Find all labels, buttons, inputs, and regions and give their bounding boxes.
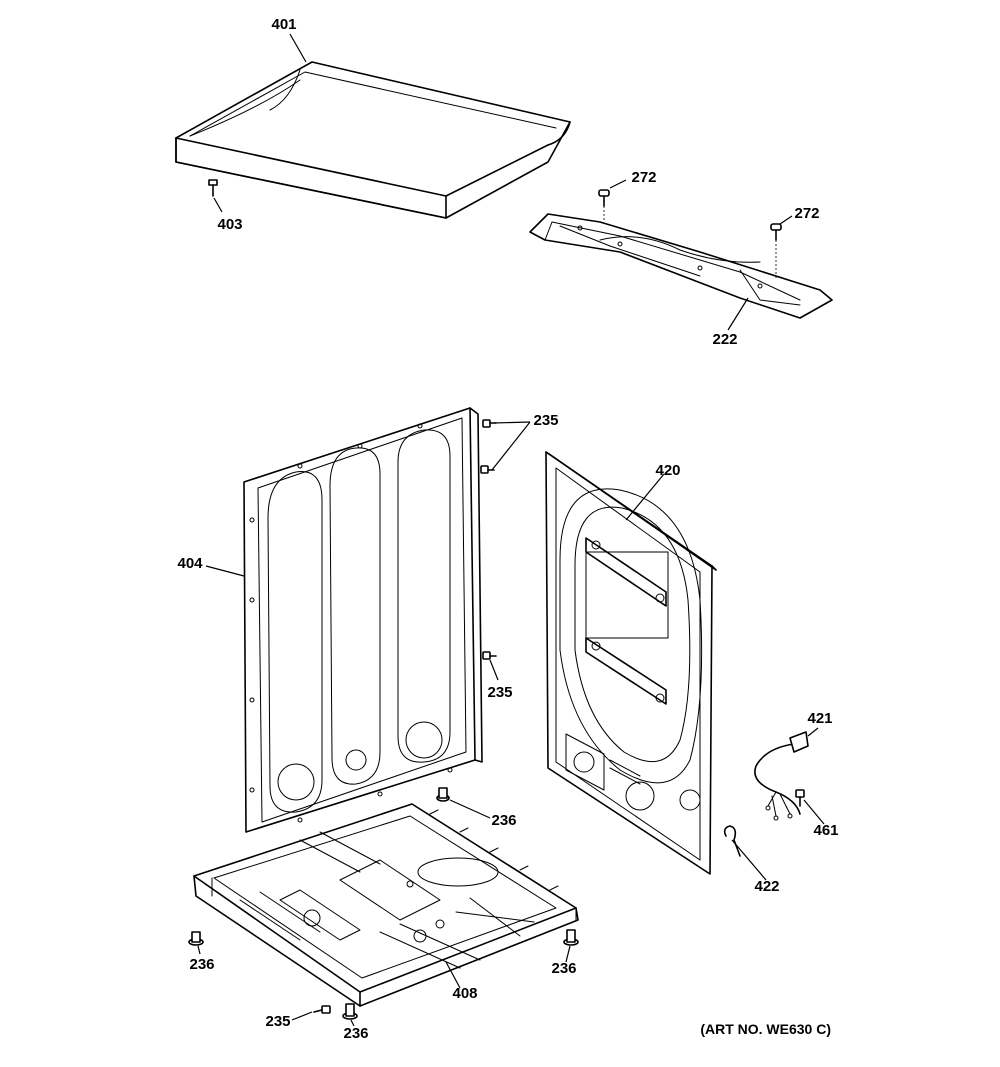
foot-236-a <box>436 787 450 802</box>
callout-461: 461 <box>813 822 838 839</box>
foot-236-d <box>342 1003 358 1020</box>
screw-272-b <box>770 223 782 241</box>
top-panel-401 <box>175 61 571 219</box>
callout-235-a: 235 <box>533 412 558 429</box>
callout-422: 422 <box>754 878 779 895</box>
screw-272-a <box>598 189 610 207</box>
screw-235-top-b <box>480 465 495 474</box>
callout-235-b: 235 <box>487 684 512 701</box>
base-408 <box>193 803 579 1007</box>
callout-272-b: 272 <box>794 205 819 222</box>
power-cord-421 <box>754 731 809 821</box>
callout-236-a: 236 <box>491 812 516 829</box>
callout-420: 420 <box>655 462 680 479</box>
art-number: (ART NO. WE630 C) <box>700 1021 831 1037</box>
front-panel-420 <box>545 451 717 875</box>
screw-403 <box>208 179 218 197</box>
callout-236-c: 236 <box>551 960 576 977</box>
screw-461 <box>795 789 805 807</box>
callout-235-c: 235 <box>265 1013 290 1030</box>
callout-236-b: 236 <box>189 956 214 973</box>
callout-236-d: 236 <box>343 1025 368 1042</box>
bracket-222 <box>529 198 833 319</box>
foot-236-c <box>563 929 579 946</box>
callout-421: 421 <box>807 710 832 727</box>
callout-404: 404 <box>177 555 203 572</box>
leader-lines <box>197 33 825 1027</box>
callout-222: 222 <box>712 331 737 348</box>
callout-408: 408 <box>452 985 477 1002</box>
foot-236-b <box>188 931 204 946</box>
callout-labels: 401 403 272 272 222 235 420 404 235 421 … <box>177 16 838 1042</box>
callout-401: 401 <box>271 16 296 33</box>
screw-235-mid <box>482 651 497 660</box>
screw-235-bottom <box>313 1005 331 1014</box>
callout-272-a: 272 <box>631 169 656 186</box>
callout-403: 403 <box>217 216 242 233</box>
clip-422 <box>723 825 741 857</box>
rear-panel-404 <box>243 407 483 833</box>
